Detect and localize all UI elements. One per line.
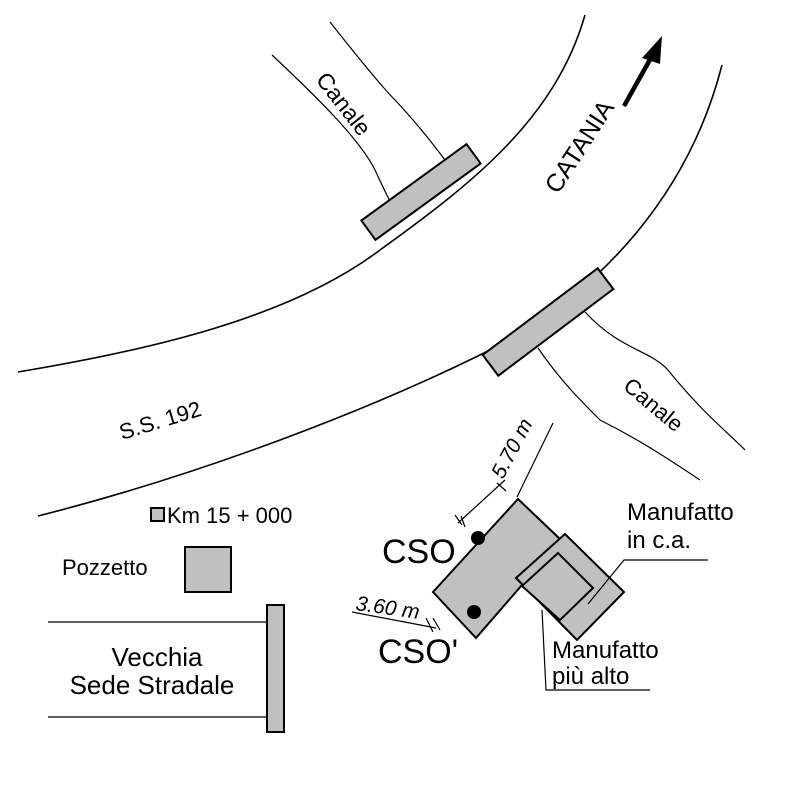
canal-top-left-bank (271, 54, 393, 206)
pozzetto-square (184, 546, 232, 593)
old-road-barrier (266, 604, 285, 733)
canale-top-label: Canale (311, 67, 376, 140)
canal-right-upper-bank (584, 311, 746, 451)
manufatto-label-line2: in c.a. (627, 527, 691, 554)
road-lower-edge (37, 64, 723, 517)
dim-570-ext-lower (454, 514, 463, 526)
catania-label: CATANIA (540, 95, 621, 198)
dim-570-tick-b (496, 482, 507, 492)
canal-top-right-bank (329, 21, 446, 161)
piu-alto-label-line2: più alto (552, 663, 629, 690)
dim-360-tick-b (432, 617, 441, 631)
canal-right-lower-bank (537, 347, 701, 481)
vecchia-label-line1: Vecchia (111, 642, 203, 672)
manufatto-leader (587, 559, 708, 605)
vecchia-label-line2: Sede Stradale (70, 670, 235, 700)
dim-570-label: 5.70 m (487, 415, 537, 482)
dim-570-ext-upper (516, 422, 554, 498)
km-label: Km 15 + 000 (167, 503, 292, 528)
pozzetto-label: Pozzetto (62, 555, 148, 580)
road-label: S.S. 192 (116, 396, 204, 445)
dim-570-tick-a (460, 515, 466, 528)
km-marker-square (150, 507, 165, 522)
bridge-top (359, 142, 483, 242)
piu-alto-leader (541, 609, 650, 691)
piu-alto-label-line1: Manufatto (552, 637, 659, 664)
manufatto-piu-alto (520, 551, 595, 622)
catania-arrow-shaft (622, 54, 654, 108)
bridge-right (481, 266, 615, 378)
road-upper-edge (17, 14, 586, 373)
manufatto-label-line1: Manufatto (627, 499, 734, 526)
dim-360-label: 3.60 m (354, 592, 421, 624)
cso-lower-label: CSO' (378, 633, 458, 671)
dim-360-tick-a (425, 617, 434, 633)
dim-570-line (457, 479, 506, 524)
cso-lower-point (467, 605, 481, 619)
cso-upper-point (471, 531, 485, 545)
cso-upper-label: CSO (382, 533, 456, 571)
catania-arrow-head (642, 36, 662, 64)
dim-360-line (351, 611, 437, 629)
